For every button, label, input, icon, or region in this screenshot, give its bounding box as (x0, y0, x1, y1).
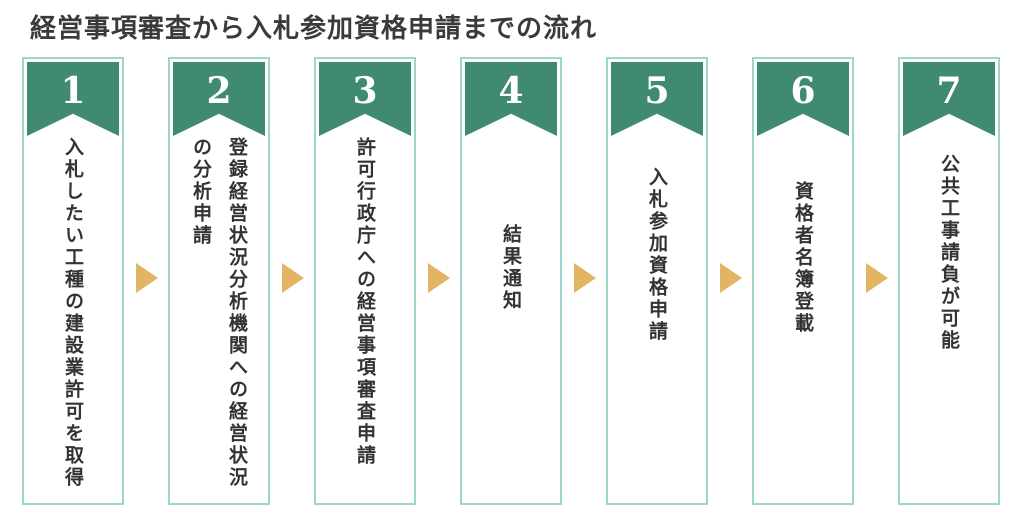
step-badge-5: 5 (611, 62, 703, 136)
step-number-1: 1 (60, 70, 86, 112)
step-badge-2: 2 (173, 62, 265, 136)
step-number-6: 6 (790, 70, 816, 112)
step-card-2: 2 登録経営状況分析機関への経営状況の分析申請 (168, 57, 270, 505)
step-badge-3: 3 (319, 62, 411, 136)
flow-arrow-3 (428, 263, 450, 293)
step-card-5: 5 入札参加資格申請 (606, 57, 708, 505)
step-badge-6: 6 (757, 62, 849, 136)
diagram-title: 経営事項審査から入札参加資格申請までの流れ (30, 14, 598, 44)
step-text-2: 登録経営状況分析機関への経営状況の分析申請 (190, 137, 248, 489)
step-number-7: 7 (936, 70, 962, 112)
step-badge-1: 1 (27, 62, 119, 136)
step-number-2: 2 (206, 70, 232, 112)
flow-arrow-6 (866, 263, 888, 293)
step-text-1: 入札したい工種の建設業許可を取得 (62, 137, 84, 489)
step-text-5: 入札参加資格申請 (646, 167, 668, 343)
step-card-1: 1 入札したい工種の建設業許可を取得 (22, 57, 124, 505)
step-text-4: 結果通知 (500, 224, 522, 312)
flow-arrow-4 (574, 263, 596, 293)
step-badge-7: 7 (903, 62, 995, 136)
step-text-3: 許可行政庁への経営事項審査申請 (354, 137, 376, 467)
step-card-6: 6 資格者名簿登載 (752, 57, 854, 505)
step-card-4: 4 結果通知 (460, 57, 562, 505)
step-card-7: 7 公共工事請負が可能 (898, 57, 1000, 505)
step-number-3: 3 (352, 70, 378, 112)
step-card-3: 3 許可行政庁への経営事項審査申請 (314, 57, 416, 505)
flow-arrow-5 (720, 263, 742, 293)
step-number-5: 5 (644, 70, 670, 112)
step-text-7: 公共工事請負が可能 (938, 154, 960, 352)
step-number-4: 4 (498, 70, 524, 112)
step-text-6: 資格者名簿登載 (792, 181, 814, 335)
step-badge-4: 4 (465, 62, 557, 136)
flow-arrow-2 (282, 263, 304, 293)
flow-arrow-1 (136, 263, 158, 293)
